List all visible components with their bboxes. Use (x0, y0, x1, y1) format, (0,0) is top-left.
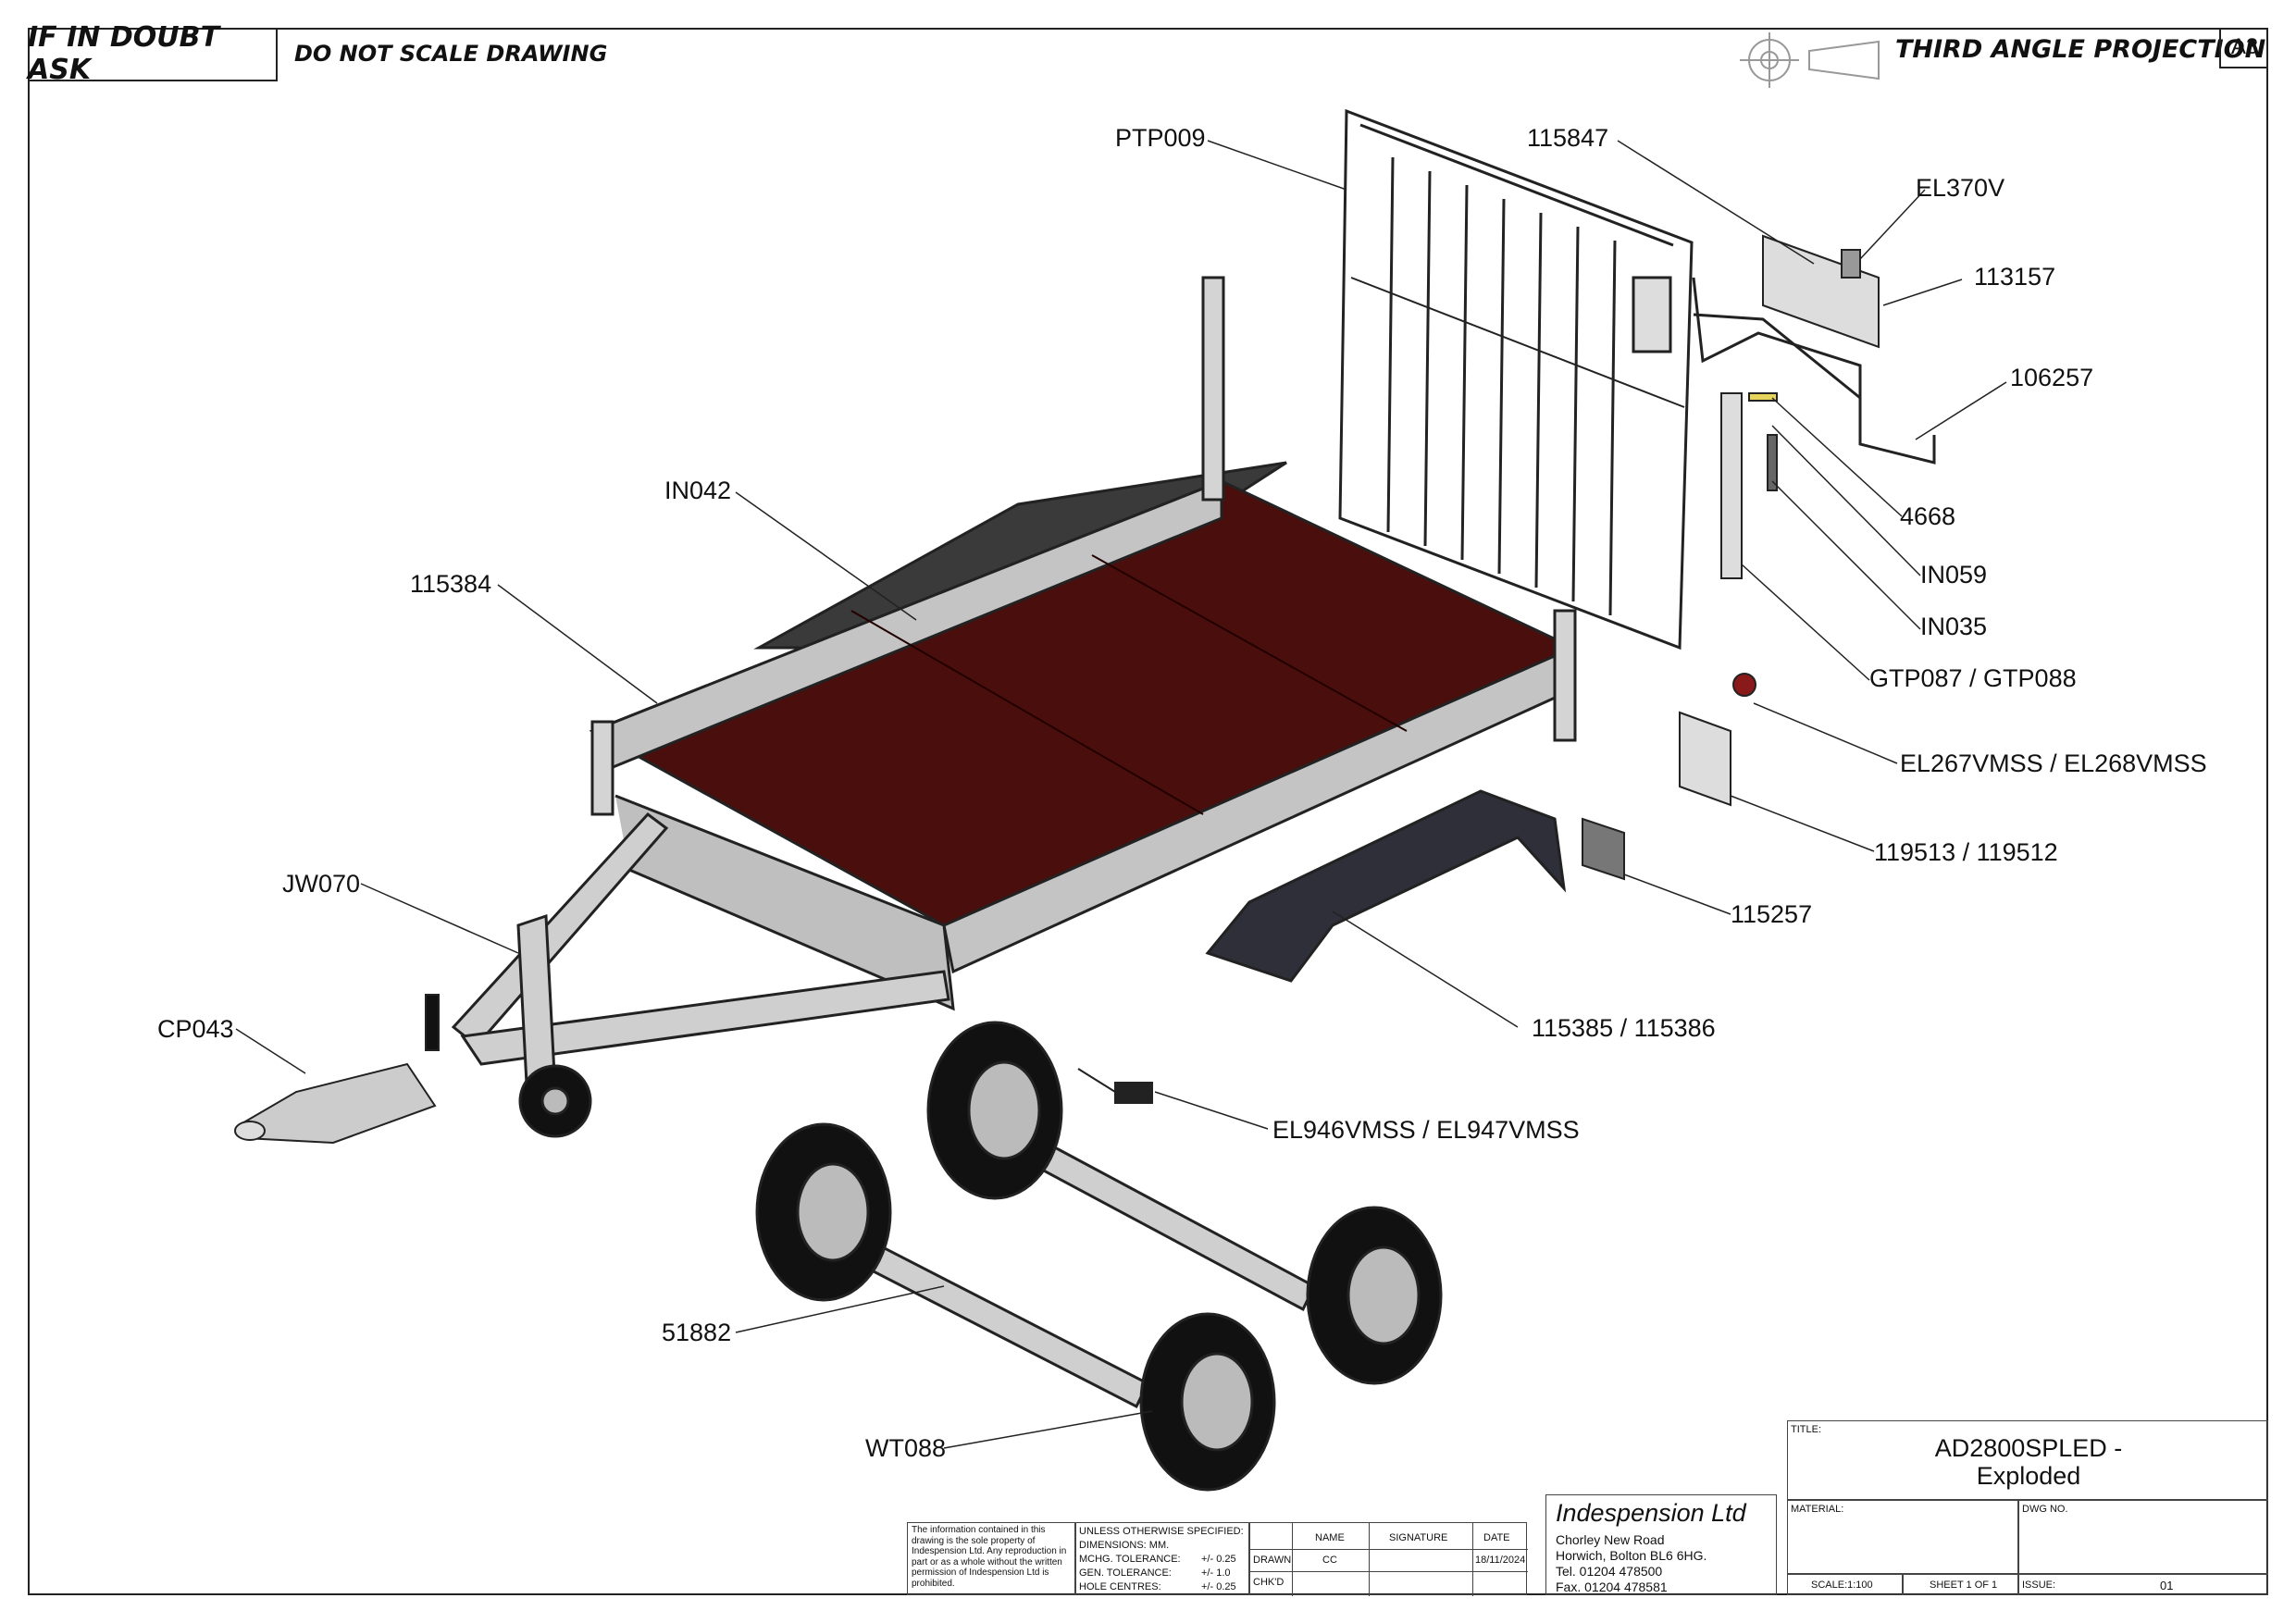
drawn-date: 18/11/2024 (1475, 1555, 1526, 1566)
gen-tolerance-label: GEN. TOLERANCE: (1079, 1567, 1172, 1579)
callout-in042: IN042 (664, 477, 732, 504)
mchg-tolerance-value: +/- 0.25 (1201, 1554, 1236, 1565)
callout-4668: 4668 (1900, 502, 1956, 530)
issue-value: 01 (2160, 1579, 2174, 1592)
company-tel: Tel. 01204 478500 (1556, 1564, 1663, 1579)
callout-115384: 115384 (410, 570, 492, 598)
date-header: DATE (1483, 1532, 1510, 1543)
mchg-tolerance-label: MCHG. TOLERANCE: (1079, 1554, 1181, 1565)
drawn-name: CC (1322, 1555, 1337, 1566)
approval-grid: NAME SIGNATURE DATE DRAWN CC 18/11/2024 … (1249, 1522, 1528, 1596)
callout-115847: 115847 (1527, 124, 1609, 152)
title-cell: TITLE: AD2800SPLED - Exploded (1787, 1420, 2268, 1500)
material-label: MATERIAL: (1791, 1504, 1844, 1515)
callout-119513: 119513 / 119512 (1874, 838, 2058, 866)
callout-el267vmss: EL267VMSS / EL268VMSS (1900, 750, 2207, 777)
bracket-106257 (1692, 277, 1936, 465)
callout-gtp087: GTP087 / GTP088 (1869, 664, 2077, 692)
callout-115385: 115385 / 115386 (1532, 1014, 1716, 1042)
hole-centres-value: +/- 0.25 (1201, 1581, 1236, 1592)
callout-51882: 51882 (662, 1319, 732, 1346)
callout-113157: 113157 (1974, 263, 2056, 291)
issue-cell: ISSUE: 01 (2018, 1574, 2268, 1595)
rear-light-el267 (1679, 673, 1756, 807)
company-address-2: Horwich, Bolton BL6 6HG. (1556, 1548, 1707, 1563)
coupling-cp043 (234, 994, 440, 1145)
signature-header: SIGNATURE (1389, 1532, 1448, 1543)
dwg-no-cell: DWG NO. (2018, 1500, 2268, 1574)
tolerance-cell: UNLESS OTHERWISE SPECIFIED: DIMENSIONS: … (1075, 1522, 1249, 1595)
callout-jw070: JW070 (282, 870, 361, 898)
title-block: The information contained in this drawin… (907, 1420, 2268, 1596)
checked-label: CHK'D (1253, 1577, 1285, 1588)
sheet-size: A3 (2219, 28, 2268, 68)
callout-ptp009: PTP009 (1115, 124, 1206, 152)
callout-cp043: CP043 (157, 1015, 234, 1043)
company-name: Indespension Ltd (1556, 1499, 1746, 1527)
scale-value: SCALE:1:100 (1811, 1580, 1873, 1591)
title-line-1: AD2800SPLED - (1934, 1434, 2123, 1462)
hole-centres-label: HOLE CENTRES: (1079, 1581, 1161, 1592)
sheet-value: SHEET 1 OF 1 (1930, 1580, 1998, 1591)
callout-115257: 115257 (1731, 900, 1813, 928)
disclaimer-text: The information contained in this drawin… (912, 1525, 1067, 1589)
unless-label: UNLESS OTHERWISE SPECIFIED: (1079, 1526, 1244, 1537)
dwg-no-label: DWG NO. (2022, 1504, 2068, 1515)
dimensions-label: DIMENSIONS: MM. (1079, 1540, 1170, 1551)
scale-cell: SCALE:1:100 (1787, 1574, 1903, 1595)
callout-106257: 106257 (2010, 364, 2094, 391)
issue-label: ISSUE: (2022, 1580, 2056, 1591)
callout-el370v: EL370V (1916, 174, 2005, 202)
disclaimer-cell: The information contained in this drawin… (907, 1522, 1075, 1595)
callout-in059: IN059 (1920, 561, 1988, 588)
company-fax: Fax. 01204 478581 (1556, 1580, 1668, 1594)
gate-post-gtp087 (1720, 392, 1778, 579)
callout-in035: IN035 (1920, 613, 1988, 640)
sheet-cell: SHEET 1 OF 1 (1903, 1574, 2018, 1595)
company-cell: Indespension Ltd Chorley New Road Horwic… (1545, 1494, 1777, 1595)
hinge-bracket-113157 (1762, 234, 1880, 349)
name-header: NAME (1315, 1532, 1345, 1543)
mudguard-115385 (1205, 789, 1567, 983)
tailgate-ptp009 (1338, 108, 1694, 650)
number-plate-115257 (1582, 817, 1625, 881)
callout-el946vmss: EL946VMSS / EL947VMSS (1272, 1116, 1580, 1144)
projection-note: THIRD ANGLE PROJECTION (1895, 35, 2266, 64)
material-cell: MATERIAL: (1787, 1500, 2018, 1574)
gen-tolerance-value: +/- 1.0 (1201, 1567, 1231, 1579)
drawn-label: DRAWN (1253, 1555, 1292, 1566)
title-line-2: Exploded (1976, 1462, 2081, 1490)
jockey-wheel-jw070 (518, 1064, 592, 1138)
company-address-1: Chorley New Road (1556, 1532, 1665, 1547)
do-not-scale-note: DO NOT SCALE DRAWING (294, 41, 608, 67)
wheel-wt088 (755, 1021, 1443, 1492)
callout-wt088: WT088 (865, 1434, 947, 1462)
title-label: TITLE: (1791, 1424, 1822, 1435)
drawbar (451, 812, 950, 1104)
leader-lines (235, 140, 2007, 1449)
projection-symbol-icon (1740, 32, 1880, 88)
marker-light-el946 (1077, 1068, 1153, 1104)
